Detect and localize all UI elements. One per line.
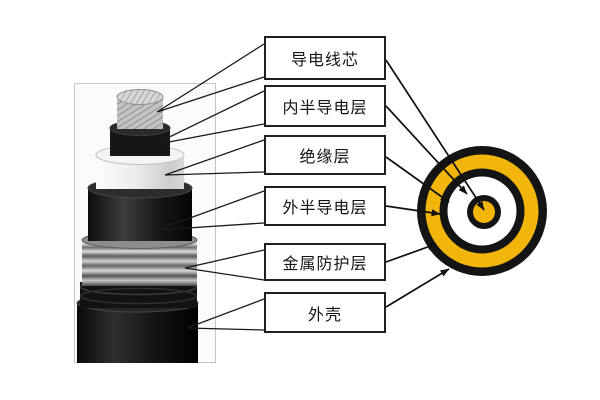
label-text-outer-semiconductive-layer: 外半导电层: [282, 198, 368, 217]
label-box-inner-semiconductive-layer: 内半导电层: [264, 85, 386, 127]
metal-shield-layer: [81, 231, 198, 286]
leader-inner-semiconductive: [152, 90, 265, 146]
label-text-inner-semiconductive-layer: 内半导电层: [282, 98, 368, 117]
conductor-core-layer: [116, 89, 164, 129]
leader-outer-sheath: [186, 298, 265, 331]
arrow-insulation: [385, 156, 450, 203]
arrow-metal-shield: [385, 243, 437, 263]
label-box-metal-protective-layer: 金属防护层: [264, 243, 386, 281]
label-text-insulation-layer: 绝缘层: [299, 147, 351, 166]
arrow-inner-semiconductive: [385, 105, 468, 195]
arrow-lines-right: [385, 59, 485, 308]
label-text-metal-protective-layer: 金属防护层: [282, 254, 368, 273]
cross-section-conductor-core: [473, 201, 495, 223]
leader-outer-semiconductive: [156, 190, 265, 231]
label-text-outer-sheath: 外壳: [307, 304, 342, 324]
leader-metal-shield: [184, 249, 265, 281]
arrow-outer-sheath: [385, 268, 450, 308]
outer-semiconductive-layer: [87, 177, 193, 241]
cable-photo: [74, 83, 216, 363]
arrow-outer-semiconductive: [385, 205, 441, 217]
leader-conductor-core: [156, 43, 265, 113]
sheath-ridge-rings: [79, 278, 198, 308]
arrow-conductor-core: [385, 59, 485, 211]
leader-insulation: [164, 139, 265, 176]
label-box-outer-sheath: 外壳: [264, 292, 386, 333]
label-box-conductor-core: 导电线芯: [264, 36, 386, 80]
leader-lines-left: [152, 43, 265, 331]
cross-section: [417, 146, 547, 276]
label-box-outer-semiconductive-layer: 外半导电层: [264, 186, 386, 226]
label-box-insulation-layer: 绝缘层: [264, 135, 386, 175]
label-text-conductor-core: 导电线芯: [290, 50, 359, 69]
